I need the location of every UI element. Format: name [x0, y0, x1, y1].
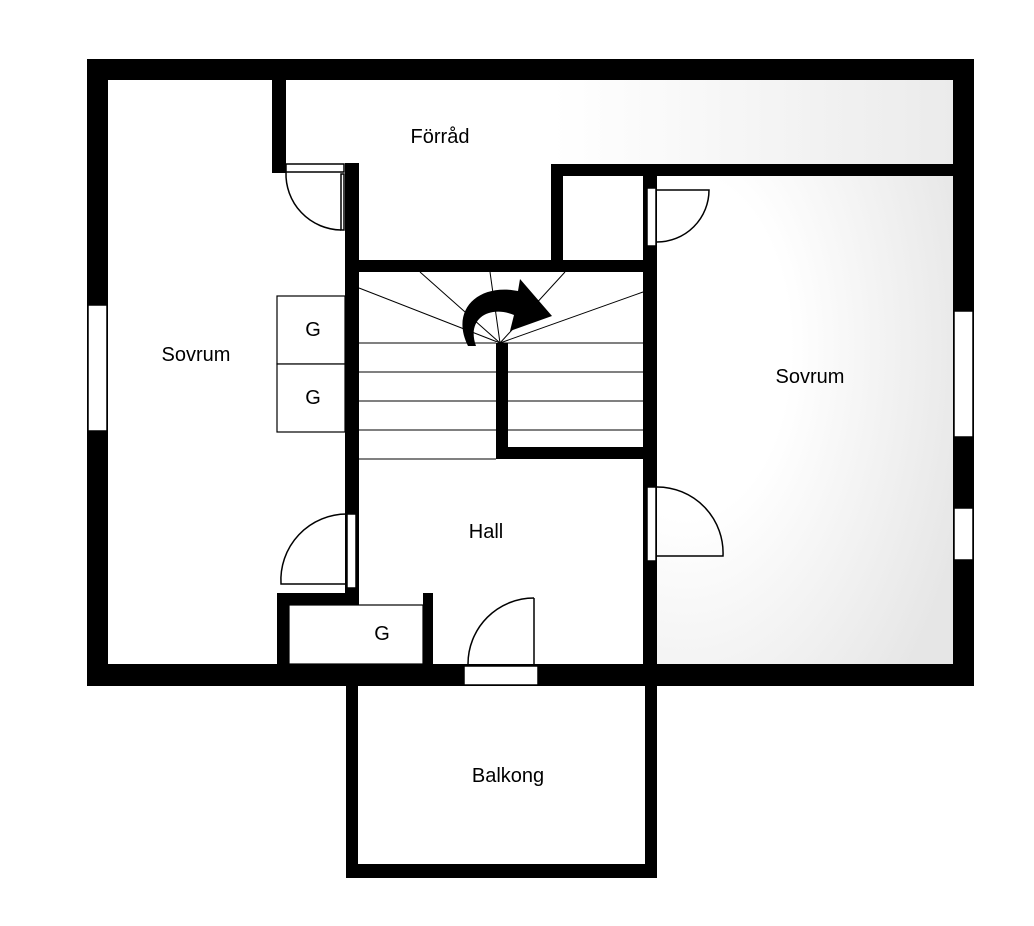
door-swing-right-lower — [656, 486, 724, 557]
door-leaf-right-upper — [646, 187, 657, 247]
storage-label: Förråd — [411, 126, 470, 148]
door-leaf-storage — [285, 163, 345, 173]
window-right-upper — [953, 310, 974, 438]
doors — [280, 163, 724, 686]
storage-area — [286, 80, 953, 165]
door-swing-storage — [285, 171, 342, 231]
closet-middle — [276, 363, 346, 433]
closet-middle-label: G — [305, 387, 321, 409]
closet-lower — [288, 604, 424, 665]
right-bedroom-area — [657, 176, 953, 664]
window-left — [87, 304, 108, 432]
windows — [87, 304, 974, 561]
door-swing-balcony — [467, 597, 535, 665]
balcony-label: Balkong — [472, 765, 544, 787]
closet-upper-label: G — [305, 319, 321, 341]
door-leaf-left-bedroom — [346, 513, 357, 589]
bedroom-right-label: Sovrum — [776, 366, 845, 388]
door-leaf-balcony — [463, 665, 539, 686]
hall-label: Hall — [469, 521, 503, 543]
closet-lower-label: G — [374, 623, 390, 645]
door-swing-left-bedroom — [280, 513, 348, 585]
stair-direction-arrow-icon — [462, 279, 552, 346]
door-leaf-right-lower — [646, 486, 657, 562]
door-swing-right-upper — [656, 189, 710, 243]
window-right-lower — [953, 507, 974, 561]
bedroom-left-label: Sovrum — [162, 344, 231, 366]
closet-boxes — [276, 295, 424, 665]
closet-upper — [276, 295, 346, 365]
